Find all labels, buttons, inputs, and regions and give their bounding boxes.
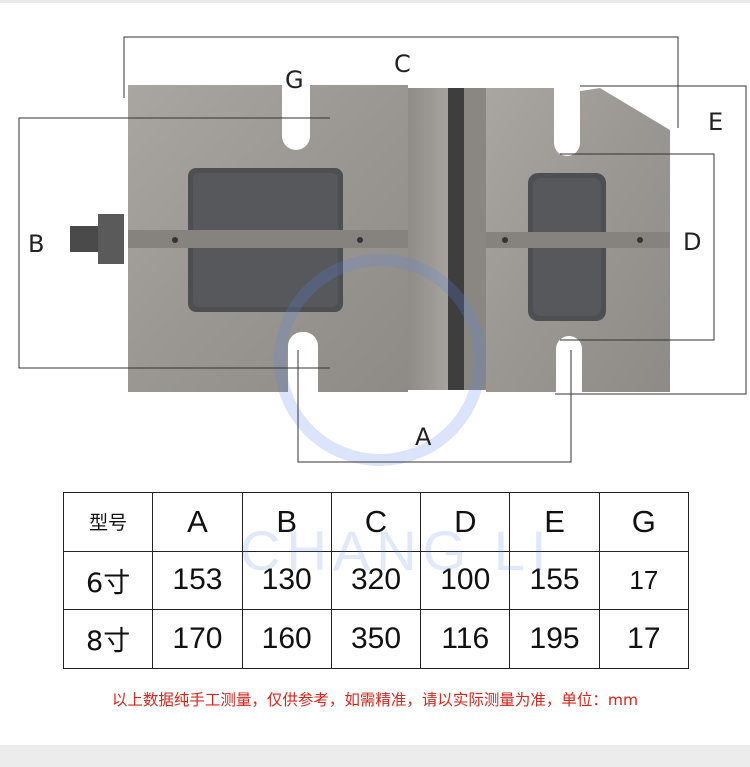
cell-model: 8寸 bbox=[62, 609, 154, 669]
cell-a: 153 bbox=[152, 550, 243, 611]
cell-a: 170 bbox=[152, 609, 243, 669]
jaw-left bbox=[408, 88, 448, 390]
cell-e: 195 bbox=[509, 609, 600, 669]
header-g: G bbox=[598, 492, 690, 552]
dim-line-d bbox=[560, 153, 715, 341]
dim-label-e: E bbox=[708, 108, 724, 136]
dim-label-b: B bbox=[28, 230, 45, 258]
table-header-row: 型号 A B C D E G bbox=[62, 492, 690, 552]
top-border bbox=[0, 0, 750, 3]
dim-line-e bbox=[555, 85, 747, 395]
cell-model: 6寸 bbox=[62, 550, 154, 611]
cell-g: 17 bbox=[598, 550, 690, 611]
bottom-border bbox=[0, 745, 750, 767]
vise-photo bbox=[18, 36, 747, 466]
table-row: 8寸 170 160 350 116 195 17 bbox=[62, 609, 690, 669]
cell-d: 100 bbox=[420, 550, 511, 611]
header-e: E bbox=[509, 492, 600, 552]
dim-label-a: A bbox=[415, 423, 432, 451]
dim-line-a bbox=[297, 350, 572, 463]
cell-c: 350 bbox=[330, 609, 422, 669]
cell-d: 116 bbox=[420, 609, 511, 669]
dim-label-g: G bbox=[285, 66, 304, 94]
header-model: 型号 bbox=[62, 492, 154, 552]
measurement-note: 以上数据纯手工测量，仅供参考，如需精准，请以实际测量为准，单位：mm bbox=[111, 691, 639, 709]
dim-label-c: C bbox=[394, 50, 411, 78]
jaw-right bbox=[464, 88, 486, 390]
cell-c: 320 bbox=[330, 550, 422, 611]
dim-line-c bbox=[123, 36, 679, 128]
jaw-gap bbox=[448, 88, 464, 390]
cell-b: 160 bbox=[241, 609, 332, 669]
spec-table: 型号 A B C D E G 6寸 153 130 320 100 155 17… bbox=[62, 492, 690, 669]
header-d: D bbox=[420, 492, 511, 552]
header-a: A bbox=[152, 492, 243, 552]
dim-label-d: D bbox=[683, 228, 702, 256]
dim-line-b bbox=[18, 117, 330, 369]
cell-e: 155 bbox=[509, 550, 600, 611]
header-b: B bbox=[241, 492, 332, 552]
header-c: C bbox=[330, 492, 422, 552]
cell-g: 17 bbox=[598, 609, 690, 669]
table-row: 6寸 153 130 320 100 155 17 bbox=[62, 550, 690, 611]
cell-b: 130 bbox=[241, 550, 332, 611]
